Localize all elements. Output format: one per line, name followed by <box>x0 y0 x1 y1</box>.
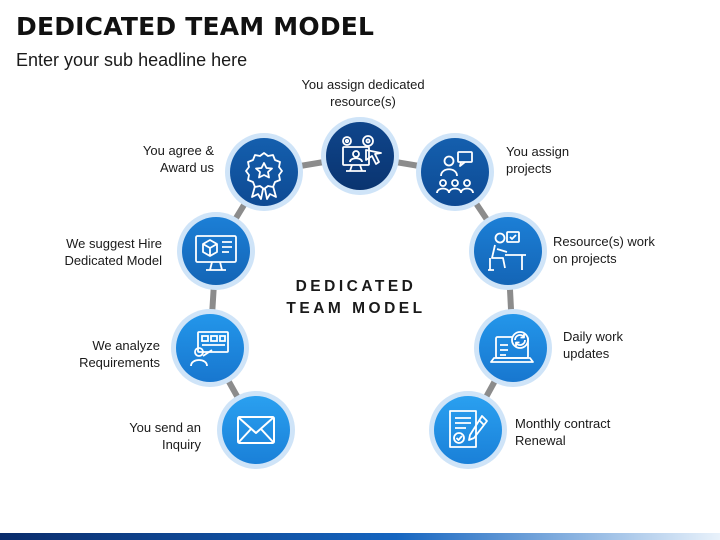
step-circle-2 <box>171 309 249 387</box>
step-label-4: You agree &Award us <box>142 143 214 175</box>
step-circle-9 <box>429 391 507 469</box>
step-circle-1 <box>217 391 295 469</box>
monitor-model-icon <box>195 235 237 271</box>
page-title: DEDICATED TEAM MODEL <box>16 12 375 41</box>
envelope-icon <box>237 416 275 444</box>
laptop-update-icon <box>490 331 534 363</box>
step-circle-7 <box>469 212 547 290</box>
step-circle-6 <box>416 133 494 211</box>
analysis-board-icon <box>190 331 229 367</box>
step-circle-4 <box>225 133 303 211</box>
presentation-team-icon <box>436 151 474 194</box>
center-title: DEDICATED TEAM MODEL <box>286 278 426 317</box>
step-circle-3 <box>177 212 255 290</box>
contract-pen-icon <box>449 410 488 448</box>
step-circle-5 <box>321 117 399 195</box>
person-at-desk-icon <box>488 231 526 271</box>
step-circle-8 <box>474 309 552 387</box>
resource-gears-icon <box>342 135 382 172</box>
bottom-accent-bar <box>0 533 720 540</box>
award-badge-icon <box>245 152 283 200</box>
page-subtitle: Enter your sub headline here <box>16 50 248 70</box>
